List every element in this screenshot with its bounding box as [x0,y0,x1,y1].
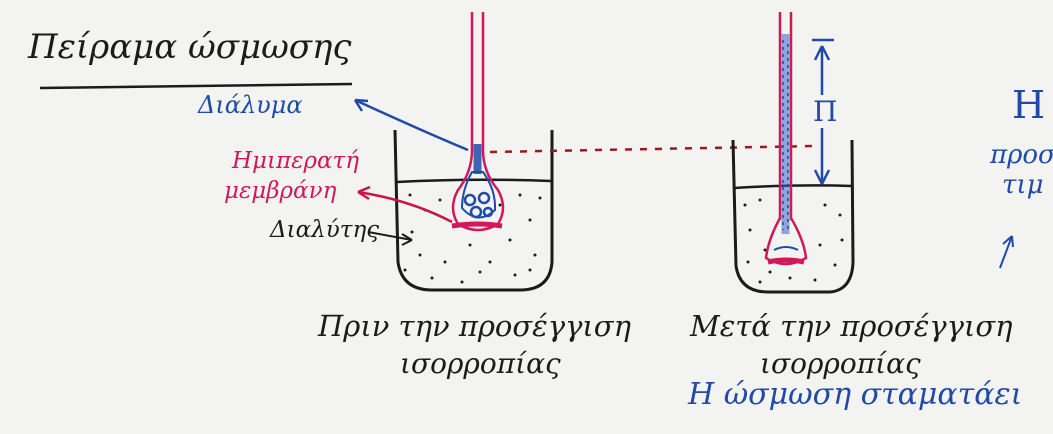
label-membrane-line1: Ημιπερατή [232,150,359,173]
label-solution: Διάλυμα [198,93,303,117]
reference-level-line [490,146,815,152]
title-underline [40,84,352,88]
right-note-line3: τιμ [1002,172,1043,198]
right-note-line1: Η [1012,86,1045,124]
caption-after-line1: Μετά την προσέγγιση [690,312,1013,341]
right-note-line2: προσ [990,142,1053,168]
caption-after-line3: Η ώσμωση σταματάει [688,380,1022,410]
label-pi: Π [813,98,837,126]
label-solvent: Διαλύτης [270,219,379,242]
diagram-title: Πείραμα ώσμωσης [28,30,351,64]
beaker-after [733,12,853,292]
caption-before-line1: Πριν την προσέγγιση [318,312,631,341]
beaker-before [395,12,552,290]
arrow-solution [355,100,468,150]
caption-before-line2: ισορροπίας [400,350,561,378]
caption-after-line2: ισορροπίας [760,350,921,378]
label-membrane-line2: μεμβράνη [224,180,336,203]
